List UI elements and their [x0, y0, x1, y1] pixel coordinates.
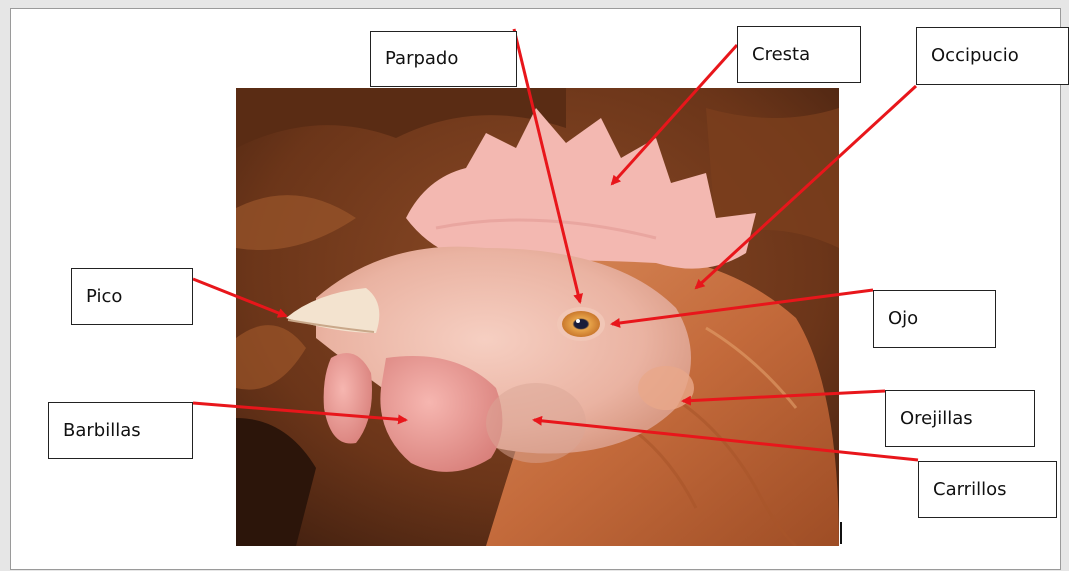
image-edge-mark: [840, 522, 842, 544]
label-carrillos: Carrillos: [918, 461, 1057, 518]
chicken-head-photo: [236, 88, 839, 546]
label-orejillas: Orejillas: [885, 390, 1035, 447]
label-pico: Pico: [71, 268, 193, 325]
label-parpado: Parpado: [370, 31, 517, 87]
label-barbillas: Barbillas: [48, 402, 193, 459]
label-cresta: Cresta: [737, 26, 861, 83]
label-ojo: Ojo: [873, 290, 996, 348]
label-occipucio: Occipucio: [916, 27, 1069, 85]
